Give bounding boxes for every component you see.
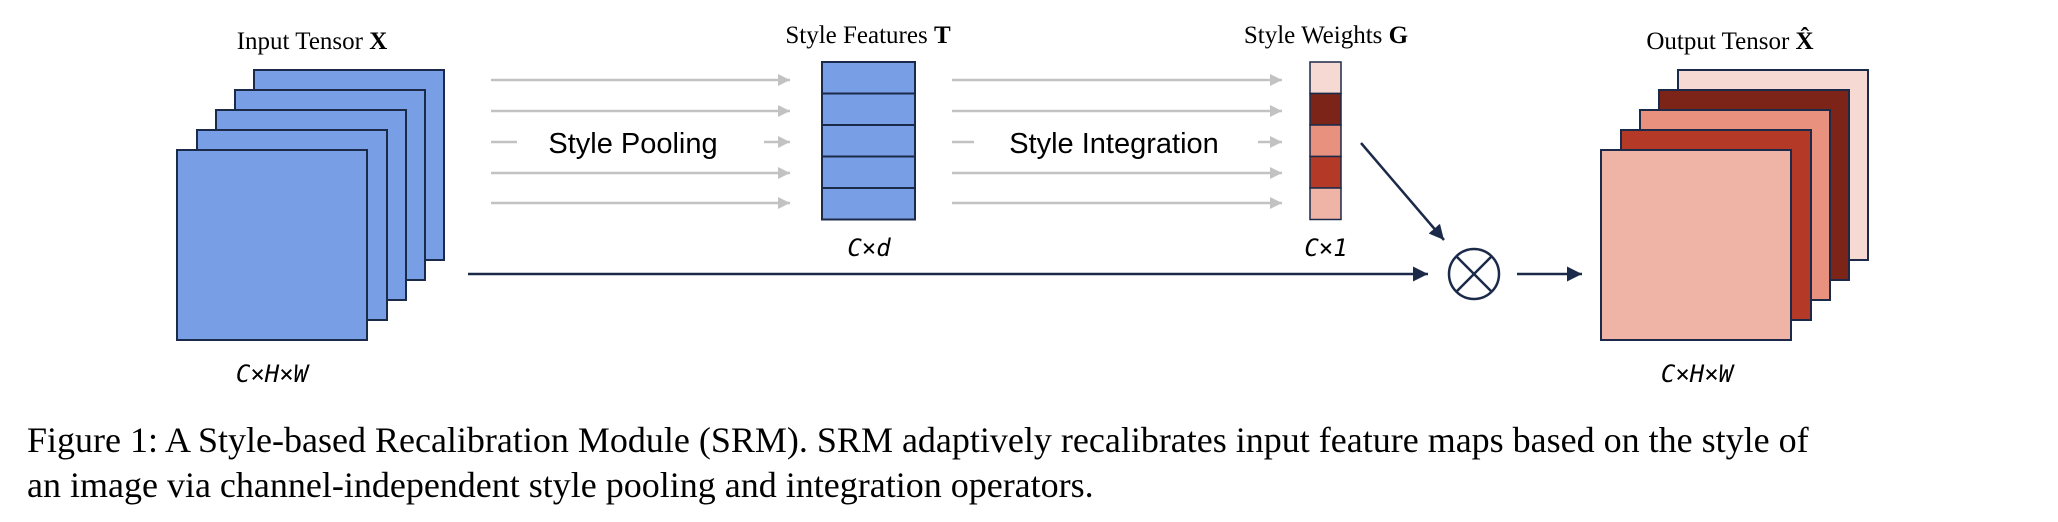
weight-cell bbox=[1309, 187, 1342, 221]
style-weights-dims: C×1 bbox=[1304, 234, 1347, 262]
weight-cell bbox=[1309, 124, 1342, 158]
style-pooling-arrows bbox=[491, 74, 790, 209]
weight-cell bbox=[1309, 92, 1342, 126]
weights-to-multiply-arrow bbox=[1360, 142, 1445, 241]
output-tensor-title: Output Tensor X̂ bbox=[1646, 27, 1813, 55]
style-pooling-label: Style Pooling bbox=[548, 128, 717, 160]
output-tensor-dims: C×H×W bbox=[1661, 360, 1736, 388]
caption-line-1: Figure 1: A Style-based Recalibration Mo… bbox=[27, 420, 1809, 460]
style-integration-arrows bbox=[952, 74, 1282, 209]
input-tensor-dims: C×H×W bbox=[236, 360, 311, 388]
style-weights-title: Style Weights G bbox=[1244, 22, 1408, 49]
input-tensor-layer bbox=[176, 149, 368, 341]
style-weights-column bbox=[1309, 61, 1342, 221]
weight-cell bbox=[1309, 61, 1342, 95]
feature-cell bbox=[821, 92, 916, 126]
style-features-title: Style Features T bbox=[785, 22, 951, 49]
style-integration-label: Style Integration bbox=[1009, 128, 1219, 160]
output-tensor-stack bbox=[1600, 69, 1869, 341]
weight-cell bbox=[1309, 155, 1342, 189]
feature-cell bbox=[821, 61, 916, 95]
output-tensor-layer bbox=[1600, 149, 1792, 341]
feature-cell bbox=[821, 187, 916, 221]
figure-caption: Figure 1: A Style-based Recalibration Mo… bbox=[27, 418, 2037, 508]
style-features-column bbox=[821, 61, 916, 221]
style-features-dims: C×d bbox=[847, 234, 891, 262]
multiply-operator bbox=[1447, 247, 1501, 301]
feature-cell bbox=[821, 124, 916, 158]
feature-cell bbox=[821, 155, 916, 189]
input-tensor-stack bbox=[176, 69, 445, 341]
caption-line-2: an image via channel-independent style p… bbox=[27, 465, 1094, 505]
input-tensor-title: Input Tensor X bbox=[237, 28, 388, 55]
